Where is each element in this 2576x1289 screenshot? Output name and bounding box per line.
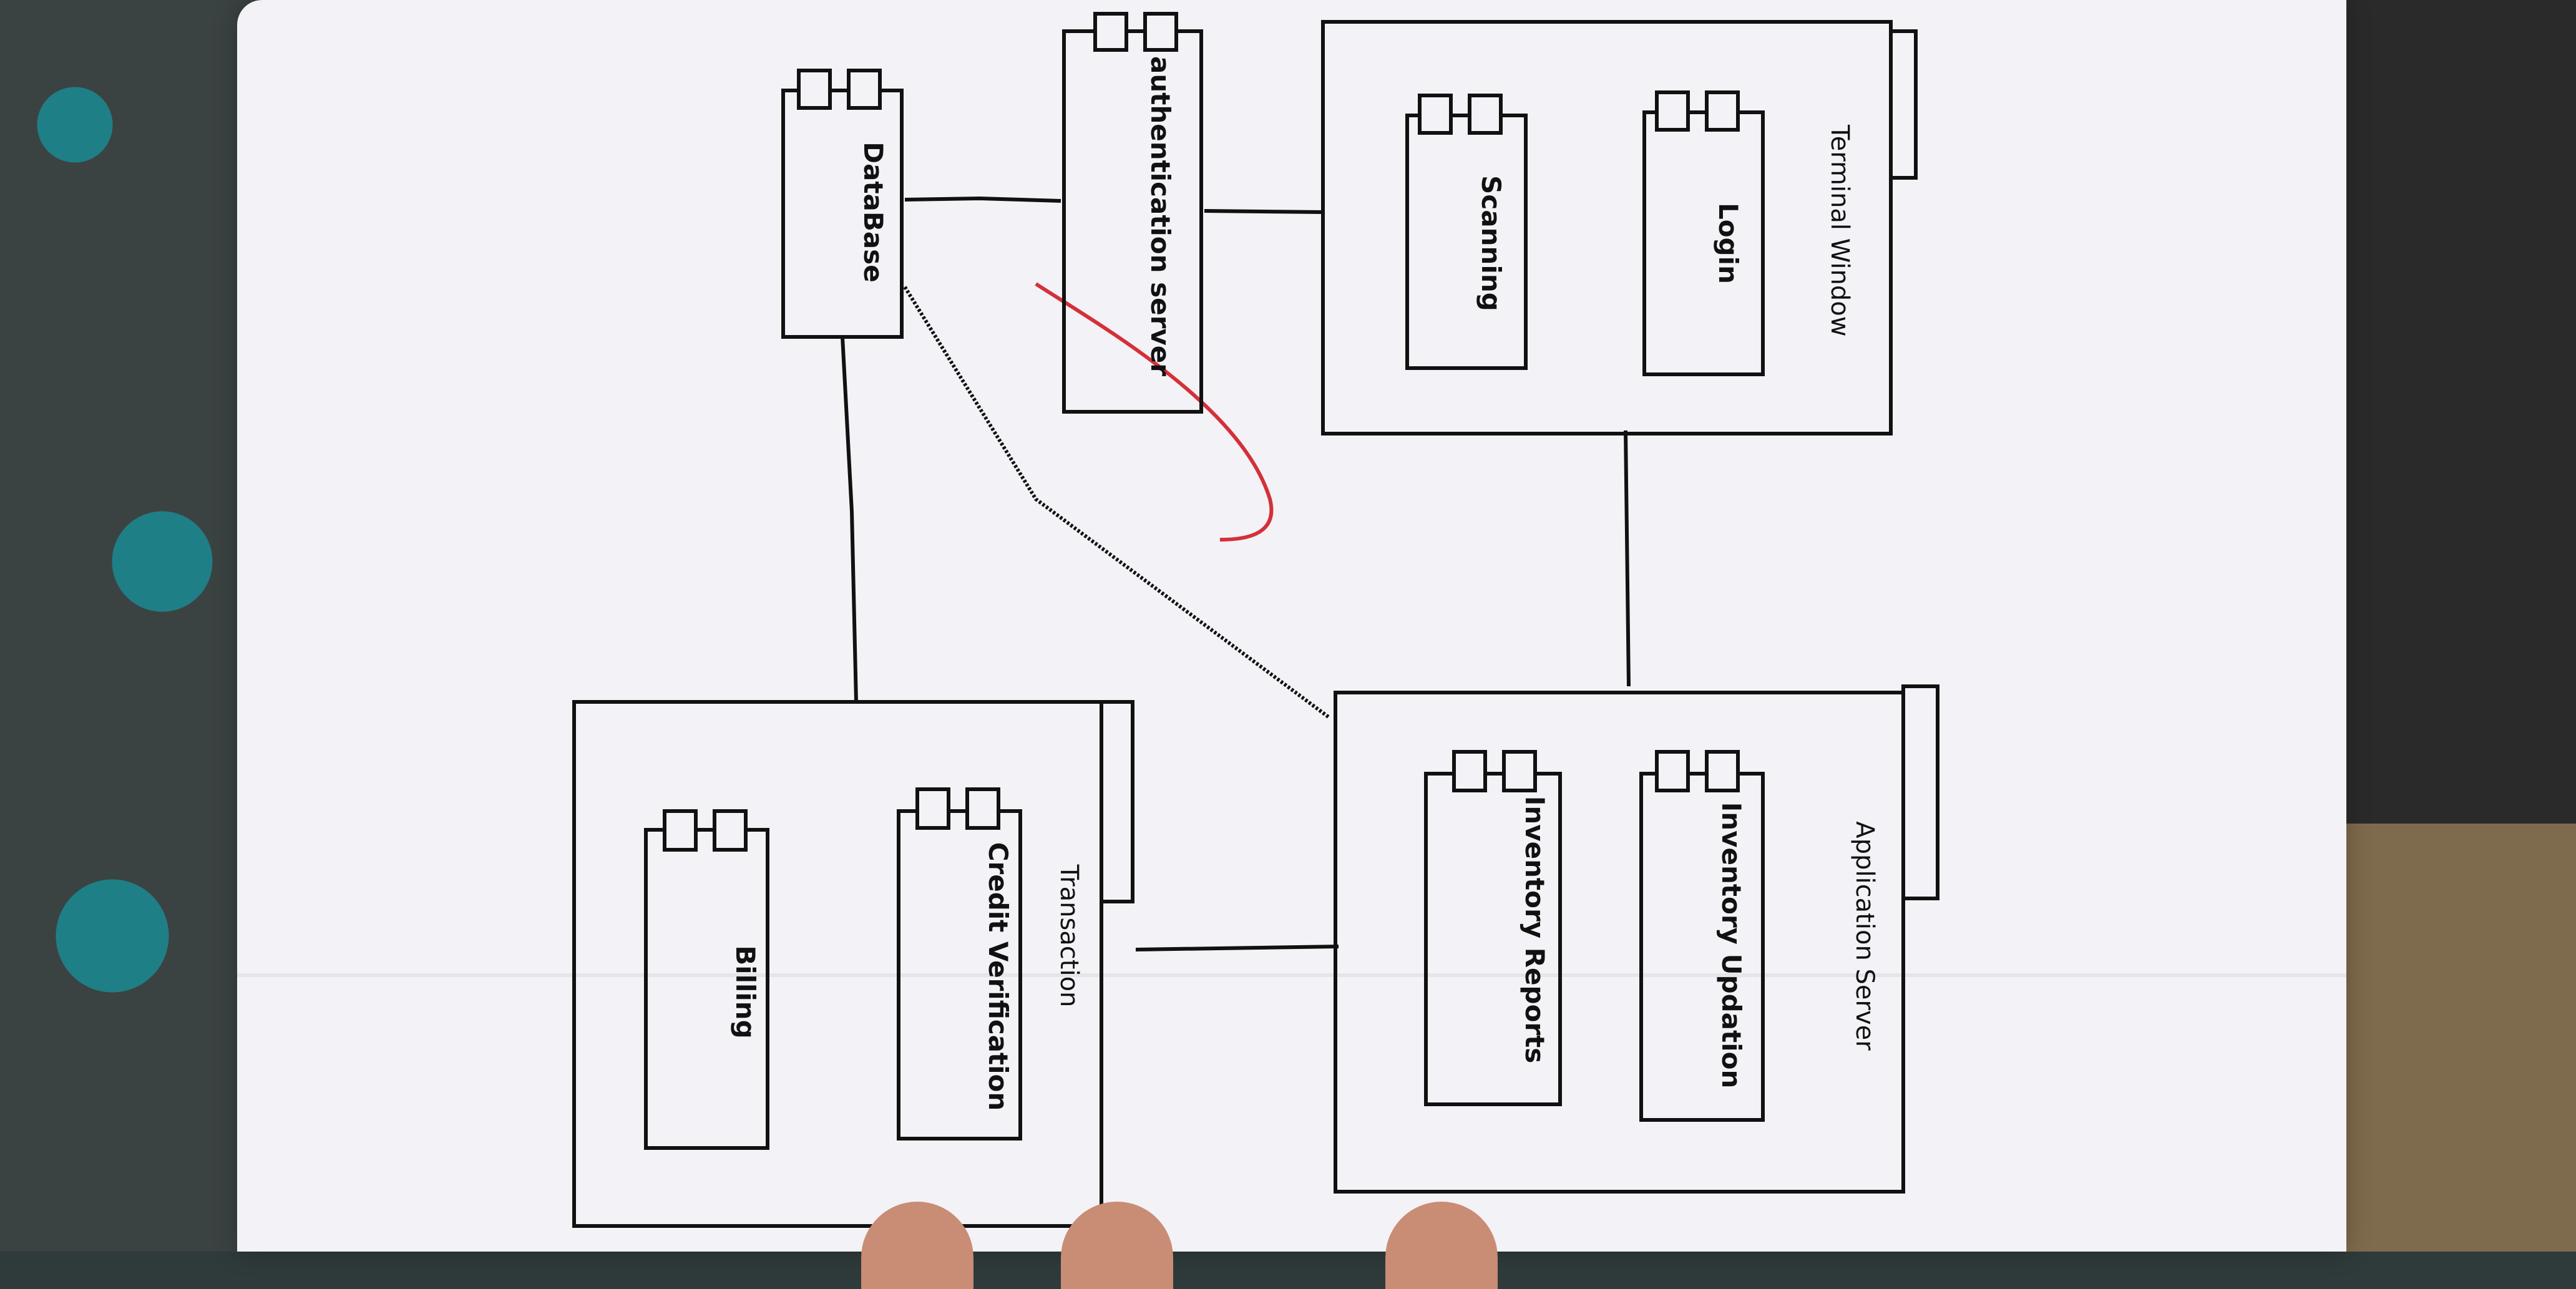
terminal-window-package: Terminal Window Login Scanning [1321, 20, 1918, 435]
transaction-title: Transaction [1055, 864, 1083, 1008]
credit-verification-label: Credit Verification [983, 842, 1013, 1111]
red-pen-mark [1035, 282, 1274, 542]
connector-db-appserver [903, 286, 1330, 719]
terminal-window-title: Terminal Window [1825, 124, 1854, 336]
billing-component: Billing [644, 809, 769, 1150]
inventory-updation-component: Inventory Updation [1639, 750, 1765, 1122]
inventory-reports-component: Inventory Reports [1424, 750, 1562, 1106]
transaction-package: Transaction Credit Verification Billing [572, 700, 1134, 1228]
inventory-reports-label: Inventory Reports [1520, 796, 1550, 1063]
scanning-component: Scanning [1405, 94, 1528, 370]
component-diagram: DataBase authentication server Terminal … [572, 12, 1939, 1228]
connector-db-auth [904, 196, 1061, 203]
auth-server-label: authentication server [1145, 56, 1176, 376]
auth-server-component: authentication server [1062, 12, 1203, 414]
database-component: DataBase [781, 69, 904, 339]
connector-auth-terminal [1204, 209, 1324, 214]
application-server-title: Application Server [1850, 821, 1879, 1051]
database-label: DataBase [858, 142, 889, 282]
paper-fold [237, 973, 2346, 977]
connector-terminal-appserver [1624, 430, 1631, 687]
inventory-updation-label: Inventory Updation [1716, 802, 1747, 1089]
paper-sheet [237, 0, 2346, 1252]
connector-db-transaction [841, 336, 858, 703]
connector-appserver-transaction [1135, 945, 1339, 951]
scanning-label: Scanning [1476, 175, 1506, 311]
application-server-package: Application Server Inventory Updation In… [1334, 684, 1939, 1194]
login-component: Login [1642, 90, 1765, 376]
credit-verification-component: Credit Verification [897, 787, 1022, 1141]
fabric-background [2346, 824, 2576, 1252]
billing-label: Billing [730, 945, 761, 1039]
login-label: Login [1713, 203, 1744, 284]
